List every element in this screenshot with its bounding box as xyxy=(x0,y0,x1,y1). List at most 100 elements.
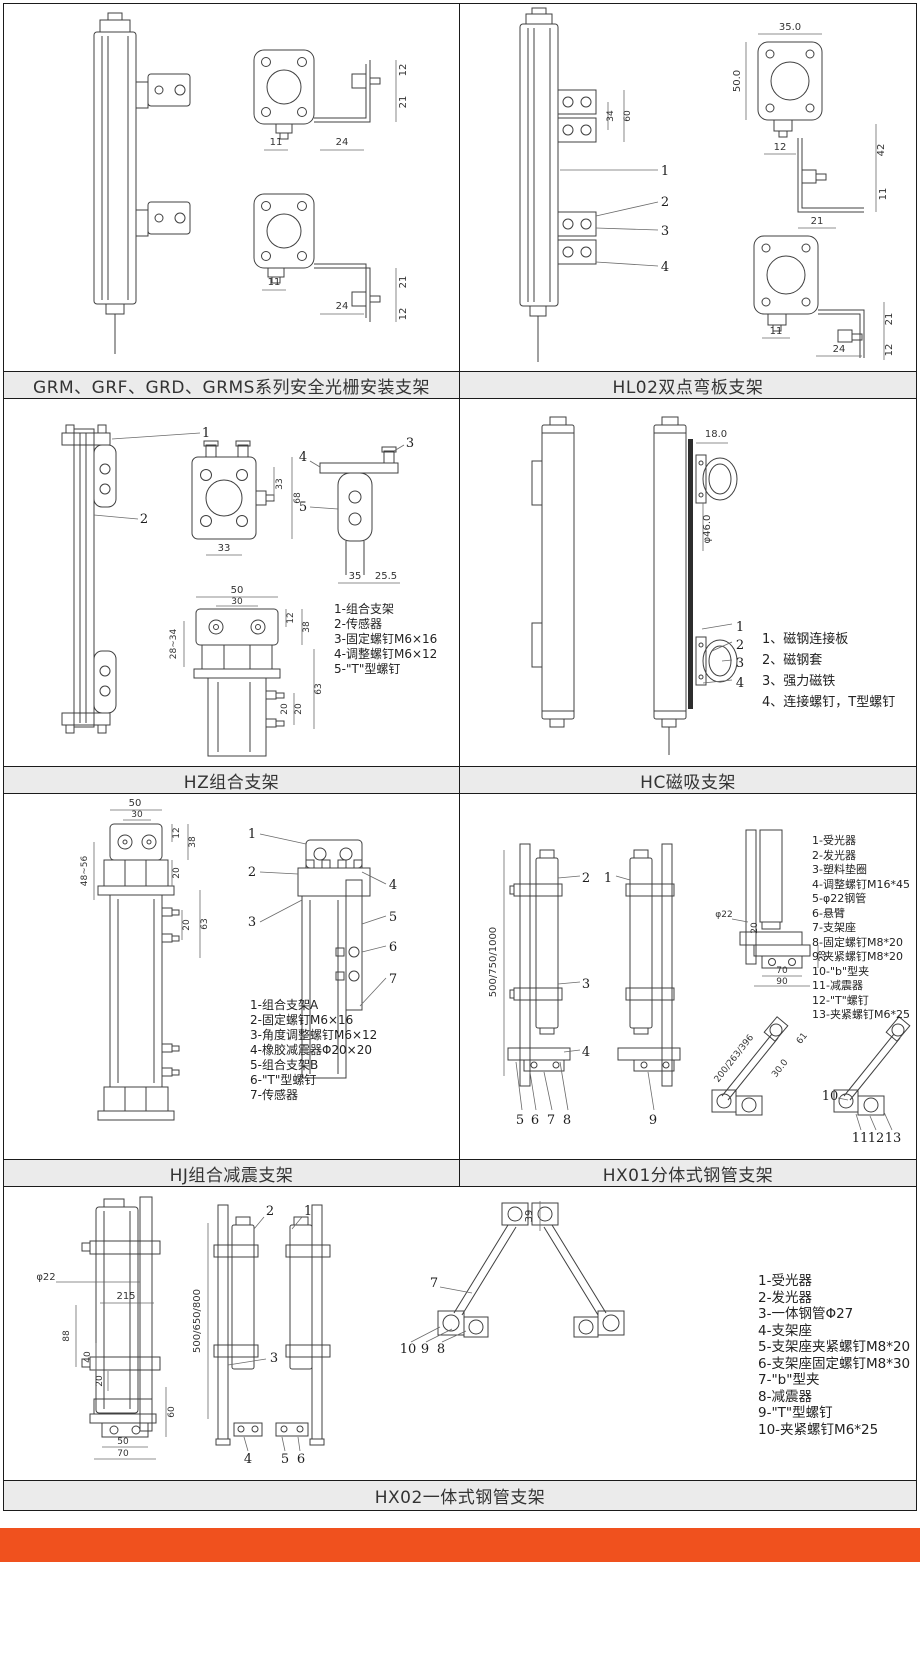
dim-label: 215 xyxy=(116,1291,135,1302)
callout-label: 7 xyxy=(547,1113,555,1128)
part-item: 1-受光器 xyxy=(812,834,856,847)
dim-label: 33 xyxy=(275,478,285,489)
dim-label: 35.0 xyxy=(779,22,801,33)
dim-label: 20 xyxy=(294,703,304,715)
pole-mounted-curtain-pair xyxy=(503,843,681,1111)
callout-label: 1 xyxy=(202,426,210,441)
part-item: 4、连接螺钉，T型螺钉 xyxy=(762,695,896,710)
part-item: 8-减震器 xyxy=(758,1388,812,1405)
dim-label: 39 xyxy=(524,1210,535,1223)
part-item: 3-塑料垫圈 xyxy=(812,863,867,876)
dim-label: 50.0 xyxy=(732,70,743,92)
callout-label: 4 xyxy=(661,260,669,275)
part-item: 9-"T"型螺钉 xyxy=(758,1405,833,1421)
callout-label: 7 xyxy=(430,1276,438,1291)
part-item: 13-夹紧螺钉M6*25 xyxy=(812,1008,910,1021)
callout-label: 3 xyxy=(248,915,256,930)
dim-label: 12 xyxy=(884,344,895,357)
part-item: 3-角度调整螺钉M6×12 xyxy=(250,1028,378,1042)
dim-label: 20 xyxy=(280,703,290,715)
dim-label: 20 xyxy=(95,1375,105,1387)
callout-label: 5 xyxy=(299,500,307,515)
part-item: 1-受光器 xyxy=(758,1273,812,1289)
caption-text: HX02一体式钢管支架 xyxy=(374,1488,546,1508)
dim-label: 200/263/396 xyxy=(713,1033,757,1085)
part-item: 5-φ22钢管 xyxy=(812,892,867,905)
dim-label: φ46.0 xyxy=(702,515,713,544)
curtain-with-magnet-brackets xyxy=(653,416,738,755)
dim-label: φ22 xyxy=(36,1272,55,1283)
dim-label: 12 xyxy=(774,142,787,153)
hl02-technical-drawing: 1 2 3 4 34 60 35.0 50.0 12 42 11 21 11 2… xyxy=(519,7,895,362)
bracket-catalog-sheet: 12 21 11 24 21 11 24 12 xyxy=(3,3,917,1511)
part-item: 8-固定螺钉M8*20 xyxy=(812,935,903,949)
dim-label: 88 xyxy=(62,1330,72,1342)
callout-label: 6 xyxy=(389,940,397,955)
panel-grm-drawing: 12 21 11 24 21 11 24 12 xyxy=(4,4,460,372)
callout-label: 5 xyxy=(516,1113,524,1128)
dim-label: 70 xyxy=(776,966,788,976)
callout-label: 4 xyxy=(244,1452,252,1467)
callout-label: 6 xyxy=(531,1113,539,1128)
damper-bracket-side-view xyxy=(259,833,387,1079)
caption-text: HX01分体式钢管支架 xyxy=(602,1165,774,1186)
dim-label: 34 xyxy=(606,110,616,122)
dim-label: 20 xyxy=(172,867,182,879)
panel-hj-drawing: 50 30 12 38 48~56 20 63 20 1 2 3 4 5 6 7… xyxy=(4,794,460,1160)
callout-label: 1 xyxy=(736,620,744,635)
part-item: 4-调整螺钉M16*45 xyxy=(812,877,910,891)
part-item: 5-组合支架B xyxy=(250,1058,319,1072)
grm-technical-drawing: 12 21 11 24 21 11 24 12 xyxy=(93,12,409,354)
caption-text: HC磁吸支架 xyxy=(640,772,736,793)
part-item: 5-支架座夹紧螺钉M8*20 xyxy=(758,1339,911,1355)
combo-bracket-detail xyxy=(183,596,315,757)
bracket-detail-top xyxy=(253,49,397,151)
hj-technical-drawing: 50 30 12 38 48~56 20 63 20 1 2 3 4 5 6 7 xyxy=(80,798,397,1121)
flange-detail-top xyxy=(745,33,877,229)
part-item: 5-"T"型螺钉 xyxy=(334,662,401,676)
dim-label: 30 xyxy=(131,810,143,820)
part-item: 6-"T"型螺钉 xyxy=(250,1073,317,1087)
dim-label: 42 xyxy=(876,144,887,157)
panel-hl02-drawing: 1 2 3 4 34 60 35.0 50.0 12 42 11 21 11 2… xyxy=(460,4,916,372)
hj-parts-list: 1-组合支架A 2-固定螺钉M6×16 3-角度调整螺钉M6×12 4-橡胶减震… xyxy=(250,998,377,1103)
dim-label: 12 xyxy=(398,64,409,77)
callout-label: 2 xyxy=(736,638,744,653)
dim-label: 70 xyxy=(117,1449,129,1459)
bracket-grid: 12 21 11 24 21 11 24 12 xyxy=(3,3,917,1511)
hx02-parts-list: 1-受光器 2-发光器 3-一体钢管Φ27 4-支架座 5-支架座夹紧螺钉M8*… xyxy=(758,1273,916,1438)
callout-label: 2 xyxy=(140,512,148,527)
callout-label: 3 xyxy=(270,1351,278,1366)
callout-label: 12 xyxy=(868,1131,885,1146)
part-item: 2-发光器 xyxy=(812,848,856,862)
pole-clamp-detail xyxy=(731,829,819,987)
dim-label: 28 xyxy=(818,950,828,962)
accent-bar xyxy=(0,1528,920,1562)
dim-label: 21 xyxy=(811,216,824,227)
dim-label: 50 xyxy=(231,585,244,596)
dim-label: 24 xyxy=(336,301,349,312)
panel-hc-drawing: 18.0 φ46.0 1 2 3 4 1、磁钢连接板 2、磁钢套 3、强力磁铁 … xyxy=(460,399,916,767)
hz-technical-drawing: 1 2 3 4 5 33 33 68 35 25.5 50 30 12 38 2… xyxy=(61,424,414,757)
part-item: 2-固定螺钉M6×16 xyxy=(250,1013,354,1027)
dim-label: 18.0 xyxy=(705,429,727,440)
dim-label: 25.5 xyxy=(375,571,397,582)
part-item: 7-支架座 xyxy=(812,921,856,934)
part-item: 11-减震器 xyxy=(812,979,863,992)
light-curtain-with-double-brackets xyxy=(519,7,659,362)
bracket-detail-bottom xyxy=(253,193,397,322)
caption-text: HZ组合支架 xyxy=(183,772,280,793)
dim-label: 35 xyxy=(349,571,362,582)
flange-detail-bottom xyxy=(753,235,885,360)
part-item: 4-支架座 xyxy=(758,1322,812,1339)
dim-label: 24 xyxy=(833,344,846,355)
panel-hx01-drawing: 500/750/1000 2 1 3 4 5 6 7 8 9 φ22 20 70… xyxy=(460,794,916,1160)
hx01-technical-drawing: 500/750/1000 2 1 3 4 5 6 7 8 9 φ22 20 70… xyxy=(488,829,911,1146)
curtain-side-view xyxy=(531,416,575,728)
callout-label: 4 xyxy=(736,676,744,691)
part-item: 2-传感器 xyxy=(334,617,382,631)
callout-label: 11 xyxy=(852,1131,869,1146)
angle-bracket-detail xyxy=(309,444,405,584)
damper-bracket-front-view xyxy=(93,809,201,1121)
dim-label: 60 xyxy=(623,110,633,122)
